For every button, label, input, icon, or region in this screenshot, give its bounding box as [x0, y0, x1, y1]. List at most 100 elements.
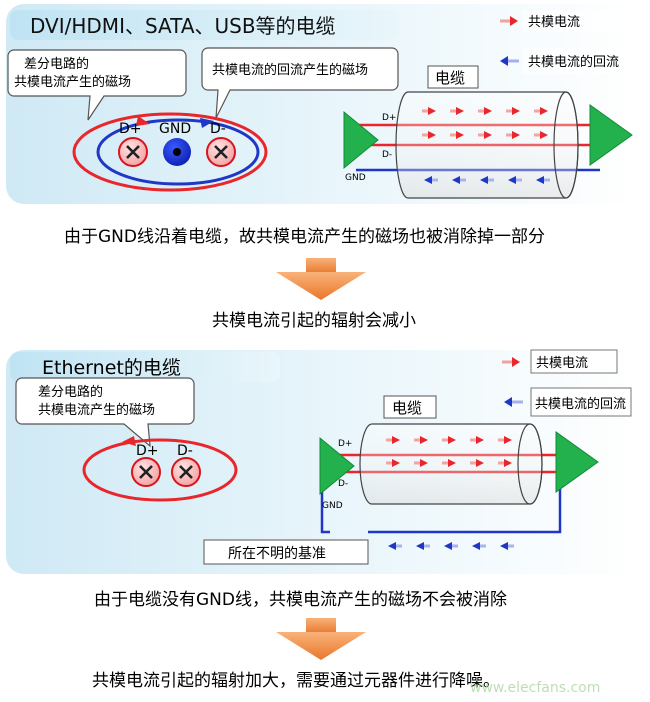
- panel-1-legend: 共模电流 共模电流的回流: [500, 10, 632, 74]
- legend-return-arrow-icon-2: [504, 397, 523, 407]
- cable-2-label-box: [383, 395, 437, 419]
- cable-1-label-box: [427, 65, 479, 89]
- legend-common-label-2: 共模电流: [536, 356, 588, 371]
- common-current-arrow-icon: [470, 436, 484, 444]
- legend-common-box-2: [530, 349, 618, 374]
- pin-dminus-x-icon-2: [171, 457, 201, 487]
- pin-dminus-label-2: D-: [177, 443, 193, 459]
- panel-2-legend: 共模电流 共模电流的回流: [502, 349, 632, 417]
- legend-return-box: [522, 48, 632, 74]
- callout-diff-2-line2: 共模电流产生的磁场: [38, 402, 155, 418]
- cable-2: 电缆 D+ D- GND: [319, 395, 599, 534]
- legend-common-arrow-icon-2: [502, 357, 520, 367]
- callout-diff-2: 差分电路的 共模电流产生的磁场: [15, 377, 195, 448]
- result-2: 共模电流引起的辐射加大，需要通过元器件进行降噪。: [92, 671, 500, 691]
- panel-1: DVI/HDMI、SATA、USB等的电缆 共模电流 共模电流的回流 差分电路的…: [6, 4, 640, 204]
- driver-triangle-left-2: [319, 436, 355, 496]
- common-current-arrow-icon: [534, 131, 548, 139]
- common-current-arrow-icon: [386, 436, 400, 444]
- return-current-arrow-icon: [424, 176, 438, 184]
- receiver-triangle-right-1: [589, 104, 633, 166]
- callout-diff-1-line1: 差分电路的: [24, 56, 89, 72]
- common-current-arrow-icon: [386, 459, 400, 467]
- common-field-ellipse: [72, 112, 268, 192]
- legend-return-arrow-icon: [500, 56, 519, 66]
- callout-diff-1: 差分电路的 共模电流产生的磁场: [7, 49, 187, 121]
- cable-1-return-arrows: [424, 176, 550, 184]
- gnd-wire-2-right: [368, 470, 562, 534]
- callout-return-text: 共模电流的回流产生的磁场: [212, 62, 368, 78]
- cable-1-end: [553, 91, 579, 199]
- common-current-arrow-icon: [534, 107, 548, 115]
- panel-2: Ethernet的电缆 共模电流 共模电流的回流 差分电路的 共模电流产生的磁场…: [6, 349, 640, 574]
- callout-diff-1-line2: 共模电流产生的磁场: [14, 74, 131, 90]
- pin-gnd-dot-icon: [163, 138, 191, 166]
- return-field-arrow-icon: [200, 118, 214, 128]
- common-current-arrow-icon: [422, 107, 436, 115]
- legend-common-label: 共模电流: [528, 15, 580, 30]
- cable-2-end: [517, 423, 543, 505]
- return-current-arrow-icon: [480, 176, 494, 184]
- legend-return-label-2: 共模电流的回流: [535, 396, 626, 412]
- reference-return-arrows: [388, 542, 514, 550]
- common-current-arrow-icon: [506, 107, 520, 115]
- return-current-arrow-icon: [444, 542, 458, 550]
- common-current-arrow-icon: [442, 459, 456, 467]
- legend-common-arrow-icon: [500, 16, 518, 26]
- common-field-arrow-icon-2: [122, 436, 136, 446]
- legend-common-box: [522, 10, 632, 32]
- return-field-ellipse: [96, 118, 260, 186]
- callout-return: 共模电流的回流产生的磁场: [201, 47, 399, 119]
- down-arrow-1-icon: [276, 258, 366, 300]
- wire-dplus-label-1: D+: [382, 113, 396, 123]
- return-current-arrow-icon: [416, 542, 430, 550]
- pin-dplus-x-icon-2: [131, 457, 161, 487]
- return-current-arrow-icon: [452, 176, 466, 184]
- pin-gnd-label-1: GND: [159, 121, 191, 137]
- panel-2-title-bar: [10, 352, 280, 382]
- watermark: www.elecfans.com: [470, 680, 600, 696]
- wire-dminus-label-1: D-: [382, 150, 392, 160]
- statement-1: 由于GND线沿着电缆，故共模电流产生的磁场也被消除掉一部分: [64, 227, 545, 247]
- common-current-arrow-icon: [506, 131, 520, 139]
- wire-dplus-label-2: D+: [338, 439, 352, 449]
- common-field-arrow-icon: [136, 116, 150, 126]
- panel-2-title: Ethernet的电缆: [42, 357, 181, 379]
- common-current-arrow-icon: [414, 459, 428, 467]
- cable-1: 电缆 D+ D- GND: [343, 65, 633, 199]
- pin-dplus-label-2: D+: [136, 443, 159, 459]
- result-1: 共模电流引起的辐射会减小: [212, 311, 416, 331]
- down-arrow-2-icon: [276, 618, 366, 660]
- common-current-arrow-icon: [498, 436, 512, 444]
- return-current-arrow-icon: [472, 542, 486, 550]
- common-current-arrow-icon: [442, 436, 456, 444]
- wire-gnd-label-1: GND: [345, 173, 366, 183]
- return-current-arrow-icon: [508, 176, 522, 184]
- common-current-arrow-icon: [450, 131, 464, 139]
- legend-return-label: 共模电流的回流: [528, 54, 619, 70]
- cable-2-common-arrows: [386, 436, 512, 467]
- pin-dplus-x-icon: [118, 137, 148, 167]
- panel-1-title-bar: [10, 10, 400, 40]
- cable-2-label: 电缆: [392, 399, 422, 417]
- common-current-arrow-icon: [414, 436, 428, 444]
- common-field-ellipse-2: [82, 438, 238, 502]
- callout-diff-2-line1: 差分电路的: [38, 384, 103, 400]
- cable-1-label: 电缆: [435, 69, 465, 87]
- panel-1-title: DVI/HDMI、SATA、USB等的电缆: [30, 14, 336, 38]
- common-current-arrow-icon: [450, 107, 464, 115]
- common-current-arrow-icon: [498, 459, 512, 467]
- wire-dminus-label-2: D-: [338, 479, 348, 489]
- common-current-arrow-icon: [478, 107, 492, 115]
- pin-dminus-label-1: D-: [210, 121, 226, 137]
- pin-dplus-label-1: D+: [119, 121, 142, 137]
- statement-2: 由于电缆没有GND线，共模电流产生的磁场不会被消除: [94, 590, 507, 610]
- pin-dminus-x-icon: [206, 137, 236, 167]
- common-current-arrow-icon: [478, 131, 492, 139]
- cable-1-common-arrows: [422, 107, 548, 139]
- driver-triangle-left-1: [343, 110, 379, 170]
- receiver-triangle-right-2: [555, 431, 599, 493]
- common-current-arrow-icon: [470, 459, 484, 467]
- reference-box-label: 所在不明的基准: [228, 545, 326, 562]
